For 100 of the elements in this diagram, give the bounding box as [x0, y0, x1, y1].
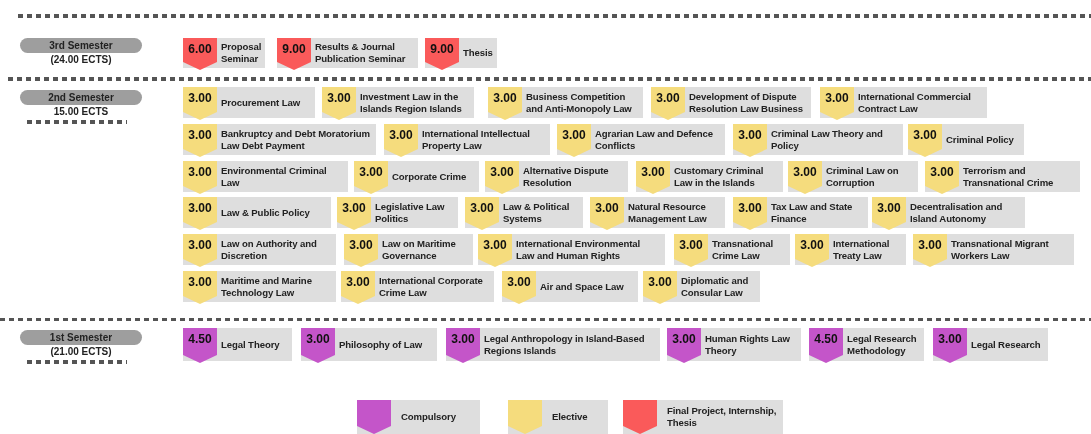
credit-value: 3.00 — [876, 201, 902, 215]
course-title: Law & Public Policy — [221, 206, 311, 219]
course-card — [183, 328, 292, 361]
course-card — [674, 234, 790, 265]
credit-value: 3.00 — [640, 165, 666, 179]
course-card — [465, 197, 583, 228]
course-title: Legal Theory — [221, 338, 281, 351]
course-title: Legal Research — [971, 338, 1042, 351]
course-card — [183, 234, 336, 265]
ects-note: 15.00 ECTS — [52, 106, 110, 117]
legend-label: Compulsory — [401, 411, 457, 423]
course-title: Environmental Criminal Law — [221, 164, 328, 189]
ects-note: (24.00 ECTS) — [49, 54, 113, 65]
course-title: Legislative Law Politics — [375, 200, 446, 225]
course-card — [933, 328, 1048, 361]
credit-value: 3.00 — [450, 332, 476, 346]
course-card — [872, 197, 1025, 228]
credit-value: 3.00 — [647, 275, 673, 289]
course-card — [354, 161, 479, 192]
course-title: Bankruptcy and Debt Moratorium Law Debt Payment — [221, 127, 371, 152]
credit-value: 3.00 — [799, 238, 825, 252]
credit-value: 3.00 — [358, 165, 384, 179]
course-title: Criminal Law Theory and Policy — [771, 127, 884, 152]
credit-value: 3.00 — [594, 201, 620, 215]
course-card — [488, 87, 643, 118]
credit-value: 3.00 — [187, 165, 213, 179]
credit-value: 4.50 — [187, 332, 213, 346]
course-title: Business Competition and Anti-Monopoly Law — [526, 90, 633, 115]
course-title: Terrorism and Transnational Crime — [963, 164, 1055, 189]
course-card — [183, 87, 315, 118]
course-title: Decentralisation and Island Autonomy — [910, 200, 1004, 225]
credit-value: 3.00 — [305, 332, 331, 346]
course-card — [795, 234, 906, 265]
course-card — [636, 161, 783, 192]
credit-value: 3.00 — [187, 91, 213, 105]
credit-value: 4.50 — [813, 332, 839, 346]
course-card — [733, 124, 903, 155]
course-title: Agrarian Law and Defence Conflicts — [595, 127, 715, 152]
course-card — [643, 271, 760, 302]
course-title: International Commercial Contract Law — [858, 90, 972, 115]
credit-value: 3.00 — [737, 128, 763, 142]
course-card — [183, 197, 331, 228]
credit-value: 3.00 — [671, 332, 697, 346]
course-card — [384, 124, 550, 155]
credit-value: 3.00 — [792, 165, 818, 179]
legend-label: Final Project, Internship, Thesis — [667, 405, 778, 429]
course-title: Diplomatic and Consular Law — [681, 274, 750, 299]
course-card — [913, 234, 1074, 265]
course-title: Philosophy of Law — [339, 338, 424, 351]
course-title: Law on Maritime Governance — [382, 237, 457, 262]
credit-value: 3.00 — [187, 275, 213, 289]
credit-value: 6.00 — [187, 42, 213, 56]
course-card — [344, 234, 473, 265]
course-card — [925, 161, 1080, 192]
course-card — [502, 271, 638, 302]
course-card — [183, 161, 348, 192]
course-card — [590, 197, 725, 228]
course-title: Investment Law in the Islands Region Islands — [360, 90, 463, 115]
course-card — [733, 197, 868, 228]
course-title: Results & Journal Publication Seminar — [315, 41, 407, 65]
credit-value: 3.00 — [326, 91, 352, 105]
course-title: Development of Dispute Resolution Law Business — [689, 90, 804, 115]
credit-value: 9.00 — [281, 42, 307, 56]
course-title: International Corporate Crime Law — [379, 274, 484, 299]
course-card — [425, 38, 497, 68]
credit-value: 3.00 — [187, 201, 213, 215]
credit-value: 3.00 — [187, 128, 213, 142]
course-title: Law on Authority and Discretion — [221, 237, 318, 262]
course-title: Human Rights Law Theory — [705, 332, 791, 357]
course-card — [667, 328, 801, 361]
legend-label: Elective — [552, 411, 589, 423]
credit-value: 3.00 — [917, 238, 943, 252]
course-title: Maritime and Marine Technology Law — [221, 274, 313, 299]
credit-value: 3.00 — [824, 91, 850, 105]
course-title: Criminal Policy — [946, 133, 1015, 146]
credit-value: 3.00 — [469, 201, 495, 215]
semester-pill: 3rd Semester — [20, 38, 142, 53]
credit-value: 3.00 — [489, 165, 515, 179]
credit-value: 3.00 — [912, 128, 938, 142]
course-card — [809, 328, 924, 361]
course-title: Transnational Migrant Workers Law — [951, 237, 1050, 262]
course-title: Legal Anthropology in Island-Based Regions Islands — [484, 332, 646, 357]
course-title: Corporate Crime — [392, 170, 468, 183]
credit-value: 3.00 — [929, 165, 955, 179]
ects-note: (21.00 ECTS) — [49, 346, 113, 357]
semester-pill: 2nd Semester — [20, 90, 142, 105]
credit-value: 3.00 — [678, 238, 704, 252]
course-card — [557, 124, 725, 155]
course-card — [277, 38, 418, 68]
course-card — [478, 234, 665, 265]
course-title: International Intellectual Property Law — [422, 127, 531, 152]
course-card — [651, 87, 811, 118]
course-card — [908, 124, 1024, 155]
course-title: Legal Research Methodology — [847, 332, 918, 357]
course-card — [183, 271, 336, 302]
course-title: Procurement Law — [221, 96, 301, 109]
course-card — [341, 271, 494, 302]
course-title: Air and Space Law — [540, 280, 625, 293]
credit-value: 3.00 — [341, 201, 367, 215]
credit-value: 3.00 — [187, 238, 213, 252]
